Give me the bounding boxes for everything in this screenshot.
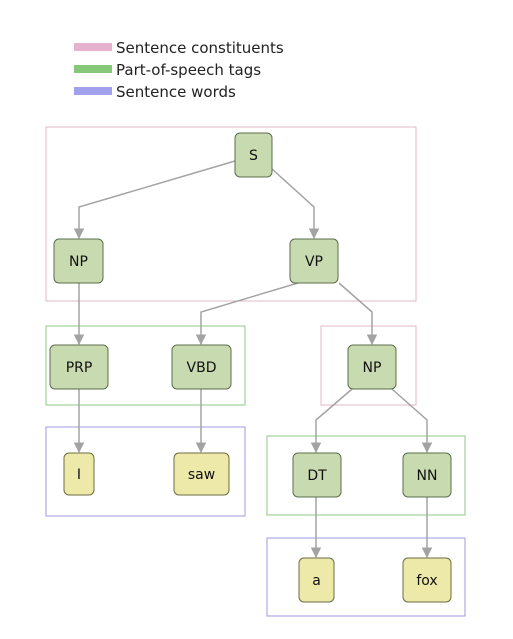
word-nodes: I saw a fox — [63, 452, 452, 603]
word-fox: fox — [402, 557, 452, 603]
node-np-subject-box — [53, 238, 104, 284]
node-vp-label: VP — [305, 254, 323, 270]
edge-np-nn — [391, 388, 433, 454]
edges — [73, 160, 433, 559]
node-prp-label: PRP — [66, 360, 93, 376]
node-nn-label: NN — [417, 468, 438, 484]
legend-label-pos-tags: Part-of-speech tags — [116, 61, 261, 79]
legend-swatch-pos-tags — [74, 65, 112, 73]
legend-item-constituents: Sentence constituents — [74, 39, 284, 57]
legend-label-words: Sentence words — [116, 83, 236, 101]
node-prp: PRP — [49, 344, 109, 390]
node-np-object-label: NP — [363, 360, 382, 376]
cluster-boxes — [45, 126, 466, 617]
word-saw: saw — [173, 452, 230, 496]
node-vbd-box — [171, 344, 232, 390]
node-dt: DT — [292, 452, 342, 498]
word-i-label: I — [77, 467, 81, 483]
word-saw-label: saw — [188, 467, 215, 483]
node-vbd-label: VBD — [187, 360, 217, 376]
node-np-object-box — [347, 344, 397, 390]
word-a-label: a — [312, 573, 321, 589]
legend-swatch-words — [74, 87, 112, 95]
word-a-box — [298, 557, 335, 603]
node-vbd: VBD — [171, 344, 232, 390]
node-s-box — [234, 132, 273, 178]
node-vp-box — [289, 238, 339, 284]
node-np-object: NP — [347, 344, 397, 390]
pos-cluster-right — [266, 435, 466, 516]
node-s-label: S — [249, 148, 258, 164]
word-a: a — [298, 557, 335, 603]
legend-label-constituents: Sentence constituents — [116, 39, 284, 57]
node-nn: NN — [402, 452, 452, 498]
edge-vp-vbd — [195, 282, 299, 346]
edge-s-vp — [271, 168, 320, 240]
word-fox-box — [402, 557, 452, 603]
word-fox-label: fox — [416, 573, 437, 589]
legend: Sentence constituents Part-of-speech tag… — [74, 39, 284, 101]
node-s: S — [234, 132, 273, 178]
node-nn-box — [402, 452, 452, 498]
tag-nodes: S NP VP PRP VBD NP DT NN — [49, 132, 452, 498]
word-i: I — [63, 452, 95, 496]
edge-s-np — [73, 160, 236, 240]
legend-item-words: Sentence words — [74, 83, 236, 101]
node-np-subject-label: NP — [69, 254, 88, 270]
constituent-cluster-top — [45, 126, 417, 302]
edge-np-dt — [310, 388, 353, 454]
node-dt-label: DT — [307, 468, 327, 484]
node-np-subject: NP — [53, 238, 104, 284]
word-cluster-right — [266, 537, 466, 617]
node-prp-box — [49, 344, 109, 390]
edge-vp-np — [338, 282, 378, 346]
node-dt-box — [292, 452, 342, 498]
word-cluster-left — [45, 426, 246, 517]
word-saw-box — [173, 452, 230, 496]
legend-swatch-constituents — [74, 43, 112, 51]
legend-item-pos-tags: Part-of-speech tags — [74, 61, 261, 79]
pos-cluster-left — [45, 325, 246, 406]
constituent-cluster-np — [320, 325, 417, 406]
node-vp: VP — [289, 238, 339, 284]
word-i-box — [63, 452, 95, 496]
